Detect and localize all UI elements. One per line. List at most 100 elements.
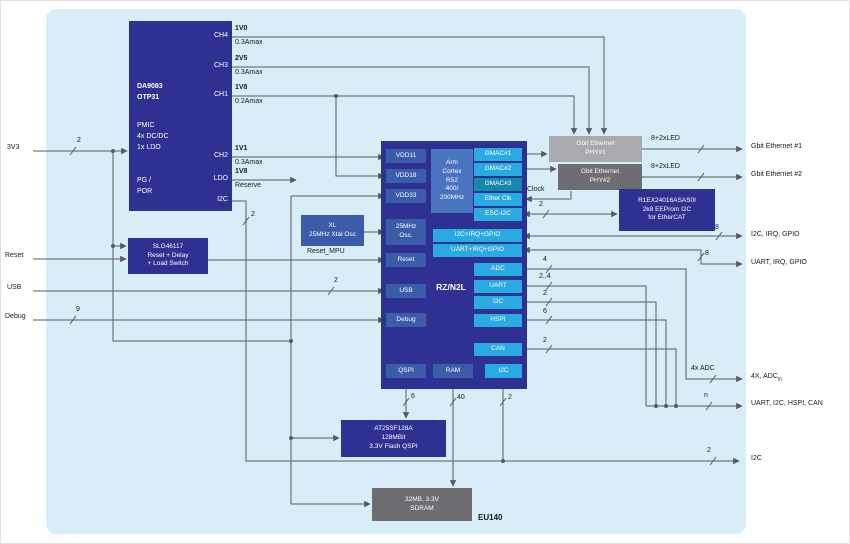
rail3-current: 0.2Amax	[235, 98, 263, 105]
slg-fn2: + Load Switch	[147, 260, 189, 268]
i2c-bottom-label: I2C	[498, 366, 509, 374]
mcu-esc-i2c-block: ESC-I2C	[474, 208, 522, 221]
rail4-voltage: 1V1	[235, 145, 248, 152]
pmic-desc-line1: PMIC	[137, 122, 155, 129]
port-reset-label: Reset	[5, 252, 24, 259]
pmic-pg-label: PG /	[137, 177, 152, 184]
bus-width-i2c: 2	[543, 290, 547, 297]
reset-mpu-label: Reset_MPU	[307, 248, 345, 255]
pmic-pin-ch1: CH1	[213, 91, 228, 98]
xtal-osc-block: XL 25MHz Xtal Osc	[301, 215, 364, 246]
port-eth2-label: Gbit Ethernet #2	[751, 171, 802, 178]
slg-name: SLG46117	[152, 242, 184, 250]
mcu-gmac2-block: GMAC#2	[474, 163, 522, 176]
mcu-hspi-block: HSPI	[474, 314, 522, 327]
mcu-pin-vdd33: VDD33	[386, 189, 426, 203]
slg-fn1: Reset + Delay	[147, 251, 189, 259]
eeprom-label-line1: R1EX24016ASAS0I	[638, 196, 696, 204]
bus-width-qspi: 6	[411, 393, 415, 400]
port-eth1-label: Gbit Ethernet #1	[751, 143, 802, 150]
mcu-i2c-bottom-block: I2C	[485, 364, 522, 378]
bus-width-esc: 2	[539, 201, 543, 208]
pmic-desc-line2: 4x DC/DC	[137, 133, 169, 140]
phy2-label-line1: Gbit Ethernet	[580, 168, 620, 176]
xtal-desc: 25MHz Xtal Osc	[309, 230, 356, 238]
sdram-block: 32MB, 3.3V SDRAM	[372, 488, 472, 521]
pmic-pin-ch2: CH2	[213, 152, 228, 159]
mcu-usb-label: USB	[399, 286, 413, 294]
rail1-current: 0.3Amax	[235, 39, 263, 46]
rail2-current: 0.3Amax	[235, 69, 263, 76]
pmic-pin-ldo: LDO	[213, 175, 228, 182]
vdd33-label: VDD33	[395, 191, 417, 199]
sdram-label-line1: 32MB, 3.3V	[405, 495, 439, 503]
mcu-etherclk-block: Ether Clk	[474, 193, 522, 206]
gmac3-label: GMAC#3	[484, 180, 512, 188]
flash-label-line2: 128MBit	[381, 434, 406, 442]
bus-width-phy2: 8+2xLED	[651, 163, 680, 170]
port-usb-label: USB	[7, 284, 22, 291]
i2c-irq-gpio-label: I2C+IRQ+GPIO	[454, 231, 501, 239]
phy1-label-line2: PHY#1	[585, 149, 606, 156]
mcu-adc-block: ADC	[474, 263, 522, 276]
clock-wire-label: Clock	[527, 186, 545, 193]
mcu-i2c-block: I2C	[474, 296, 522, 309]
bus-width-uart-irq: 8	[705, 250, 709, 257]
rail4-current: 0.3Amax	[235, 159, 263, 166]
mcu-qspi-label: QSPI	[398, 366, 414, 374]
eeprom-label-line2: 2k8 EEProm I2C	[642, 205, 692, 213]
adc-label: ADC	[491, 265, 505, 273]
port-adc-subscript: in	[777, 376, 782, 383]
mcu-pin-vdd11: VDD11	[386, 149, 426, 163]
eeprom-label-line3: for EtherCAT	[648, 214, 686, 222]
mcu-debug-block: Debug	[386, 313, 426, 327]
mcu-reset-block: Reset	[386, 253, 426, 267]
bus-width-ram: 40	[457, 394, 465, 401]
port-i2c-label: I2C	[751, 455, 762, 462]
pmic-desc-line3: 1x LDO	[137, 144, 161, 151]
mcu-pin-vdd18: VDD18	[386, 169, 426, 183]
mcu-debug-label: Debug	[396, 315, 416, 323]
mcu-osc-block: 25MHz Osc.	[386, 219, 426, 245]
port-adc-label: 4X, ADCin	[751, 373, 782, 383]
mcu-gmac3-block: GMAC#3	[474, 178, 522, 191]
pmic-name-line2: OTP31	[137, 94, 160, 101]
rail1-voltage: 1V0	[235, 25, 248, 32]
bus-width-uart: 2..4	[539, 273, 551, 280]
pmic-block: DA9083 OTP31 PMIC 4x DC/DC 1x LDO PG / P…	[129, 21, 232, 211]
can-label: CAN	[491, 345, 505, 353]
phy1-label-line1: Gbit Ethernet	[576, 140, 615, 148]
pmic-pin-i2c: I2C	[217, 196, 228, 203]
mcu-can-block: CAN	[474, 343, 522, 356]
osc-label-line2: Osc.	[399, 232, 413, 239]
phy2-block: Gbit Ethernet PHY#2	[558, 164, 642, 190]
flash-label-line3: 3.3V Flash QSPI	[369, 442, 418, 450]
port-uart-irq-label: UART, IRQ, GPIO	[751, 259, 807, 266]
cortex-core-block: Arm Cortex R52 400/ 200MHz	[431, 149, 473, 213]
mcu-i2c-irq-gpio-block: I2C+IRQ+GPIO	[433, 229, 522, 242]
bus-width-i2c-irq: 8	[715, 224, 719, 231]
mcu-ram-label: RAM	[445, 366, 461, 374]
mcu-uart-block: UART	[474, 280, 522, 293]
pmic-por-label: POR	[137, 188, 153, 195]
mcu-block: RZ/N2L VDD11 VDD18 VDD33 25MHz Osc. Rese…	[381, 141, 527, 389]
port-mix-label: UART, I2C, HSPI, CAN	[751, 400, 823, 407]
osc-label-line1: 25MHz	[395, 223, 417, 231]
bus-width-can: 2	[543, 337, 547, 344]
vdd11-label: VDD11	[395, 151, 417, 159]
mcu-uart-irq-gpio-block: UART+IRQ+GPIO	[433, 244, 522, 257]
mcu-ram-block: RAM	[433, 364, 473, 378]
bus-width-mix: n	[704, 392, 708, 399]
phy2-label-line2: PHY#2	[589, 177, 611, 184]
rail5-current: Reserve	[235, 182, 262, 189]
mcu-usb-block: USB	[386, 284, 426, 298]
gmac1-label: GMAC#1	[484, 150, 512, 158]
mcu-gmac1-block: GMAC#1	[474, 148, 522, 161]
flash-block: AT25SF128A 128MBit 3.3V Flash QSPI	[341, 420, 446, 457]
bus-width-pmic-i2c: 2	[251, 211, 255, 218]
uart-label: UART	[489, 282, 507, 290]
port-i2c-irq-label: I2C, IRQ, GPIO	[751, 231, 800, 238]
eeprom-block: R1EX24016ASAS0I 2k8 EEProm I2C for Ether…	[619, 189, 715, 231]
flash-label-line1: AT25SF128A	[374, 425, 413, 433]
